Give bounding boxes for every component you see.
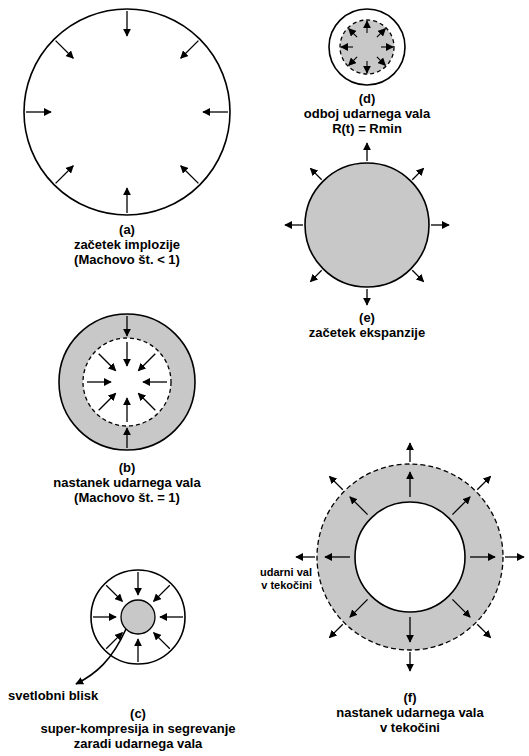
stage-caption: nastanek udarnega vala (Machovo št. = 1) [48, 475, 206, 505]
stage-caption: (b) [48, 460, 206, 475]
stage-caption: odboj udarnega vala [282, 106, 452, 121]
stage-caption: (f) [331, 690, 489, 705]
stage-caption: (c) [28, 706, 248, 721]
bubble-stage: (a)začetek implozije (Machovo št. < 1) [52, 9, 202, 267]
stage-caption: super-kompresija in segrevanje zaradi ud… [28, 721, 248, 751]
stage-caption: začetek implozije (Machovo št. < 1) [52, 237, 202, 267]
bubble-stage: (c)super-kompresija in segrevanje zaradi… [28, 570, 248, 751]
bubble-stage: (d)odboj udarnega valaR(t) = Rmin [282, 9, 452, 136]
stage-caption: nastanek udarnega vala v tekočini [331, 705, 489, 735]
stage-caption: R(t) = Rmin [282, 121, 452, 136]
shock-wave-label: udarni val v tekočini [254, 566, 312, 592]
flash-label: svetlobni blisk [8, 688, 128, 703]
stage-caption: (d) [282, 91, 452, 106]
stage-caption: (a) [52, 222, 202, 237]
bubble-stage: (b)nastanek udarnega vala (Machovo št. =… [48, 314, 206, 505]
bubble-stage: (f)nastanek udarnega vala v tekočini [331, 462, 489, 735]
stage-caption: (e) [282, 310, 452, 325]
stage-caption: začetek ekspanzije [282, 325, 452, 340]
bubble-stage: (e)začetek ekspanzije [282, 163, 452, 340]
